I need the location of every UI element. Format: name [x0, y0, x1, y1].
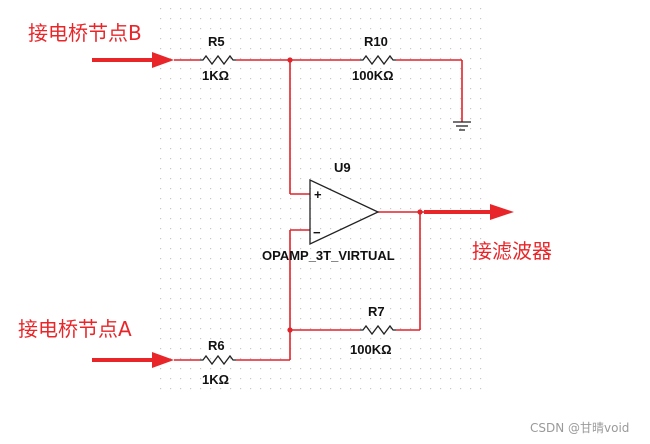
annotation-output: 接滤波器 — [472, 239, 552, 263]
ground-symbol — [453, 121, 471, 131]
junction-dot — [287, 57, 293, 63]
watermark: CSDN @甘晴void — [530, 421, 629, 435]
junction-dot — [287, 327, 293, 333]
u9-model-label: OPAMP_3T_VIRTUAL — [262, 248, 395, 263]
r6-value-label: 1KΩ — [202, 372, 229, 387]
opamp-u9-body — [309, 178, 380, 246]
r5-value-label: 1KΩ — [202, 68, 229, 83]
opamp-plus-sign: + — [314, 187, 322, 202]
annotation-input-a: 接电桥节点A — [18, 317, 132, 341]
opamp-minus-sign: − — [313, 225, 321, 240]
resistor-r10 — [360, 54, 396, 66]
annotation-input-b: 接电桥节点B — [28, 21, 142, 45]
arrow-output — [424, 204, 514, 220]
resistor-r5 — [200, 54, 236, 66]
junction-dot — [417, 209, 423, 215]
resistor-r7 — [360, 324, 396, 336]
r10-ref-label: R10 — [364, 34, 388, 49]
arrow-input-a — [92, 352, 174, 368]
r7-value-label: 100KΩ — [350, 342, 392, 357]
u9-ref-label: U9 — [334, 160, 351, 175]
r6-ref-label: R6 — [208, 338, 225, 353]
wires — [174, 59, 463, 361]
arrow-input-b — [92, 52, 174, 68]
r7-ref-label: R7 — [368, 304, 385, 319]
r10-value-label: 100KΩ — [352, 68, 394, 83]
r5-ref-label: R5 — [208, 34, 225, 49]
resistor-r6 — [200, 354, 236, 366]
